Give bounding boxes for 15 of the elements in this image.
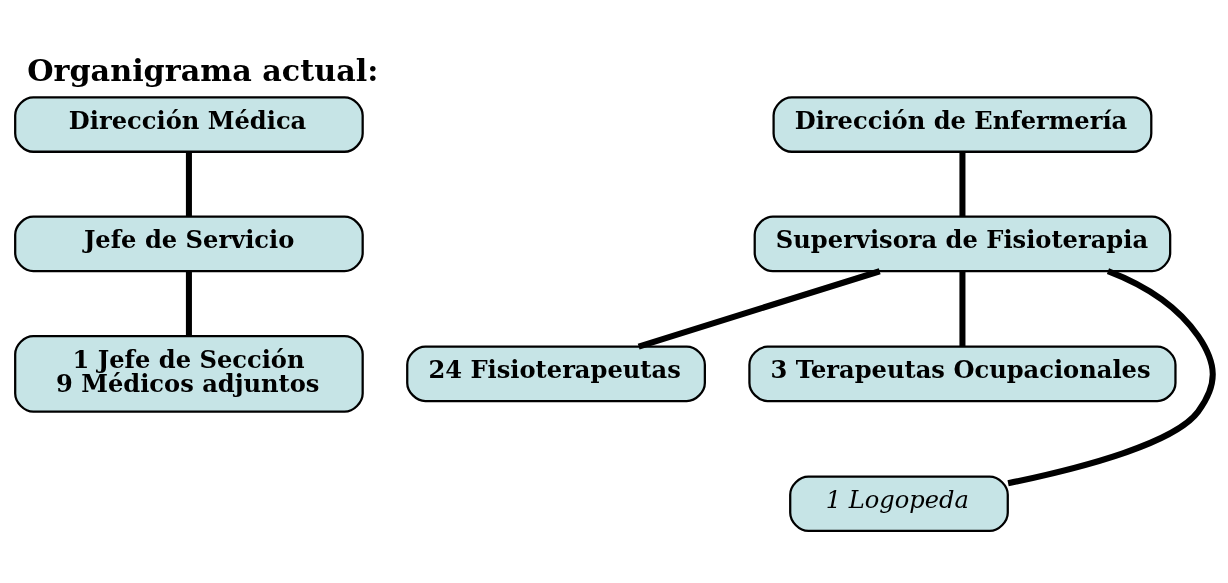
node-box: Dirección Médica [14,96,364,153]
connector [185,151,192,217]
node-box: 1 Jefe de Sección 9 Médicos adjuntos [14,334,364,413]
diagram-title: Organigrama actual: [27,52,379,88]
connector [959,271,966,347]
connector [959,151,966,217]
connector [185,271,192,336]
connector [1007,268,1216,487]
node-box: 1 Logopeda [789,475,1009,533]
connector [637,268,881,350]
node-box: Dirección de Enfermería [772,96,1153,153]
node-box: 24 Fisioterapeutas [406,345,706,403]
node-box: Supervisora de Fisioterapia [753,215,1172,273]
node-box: Jefe de Servicio [14,215,364,273]
node-box: 3 Terapeutas Ocupacionales [748,345,1177,403]
